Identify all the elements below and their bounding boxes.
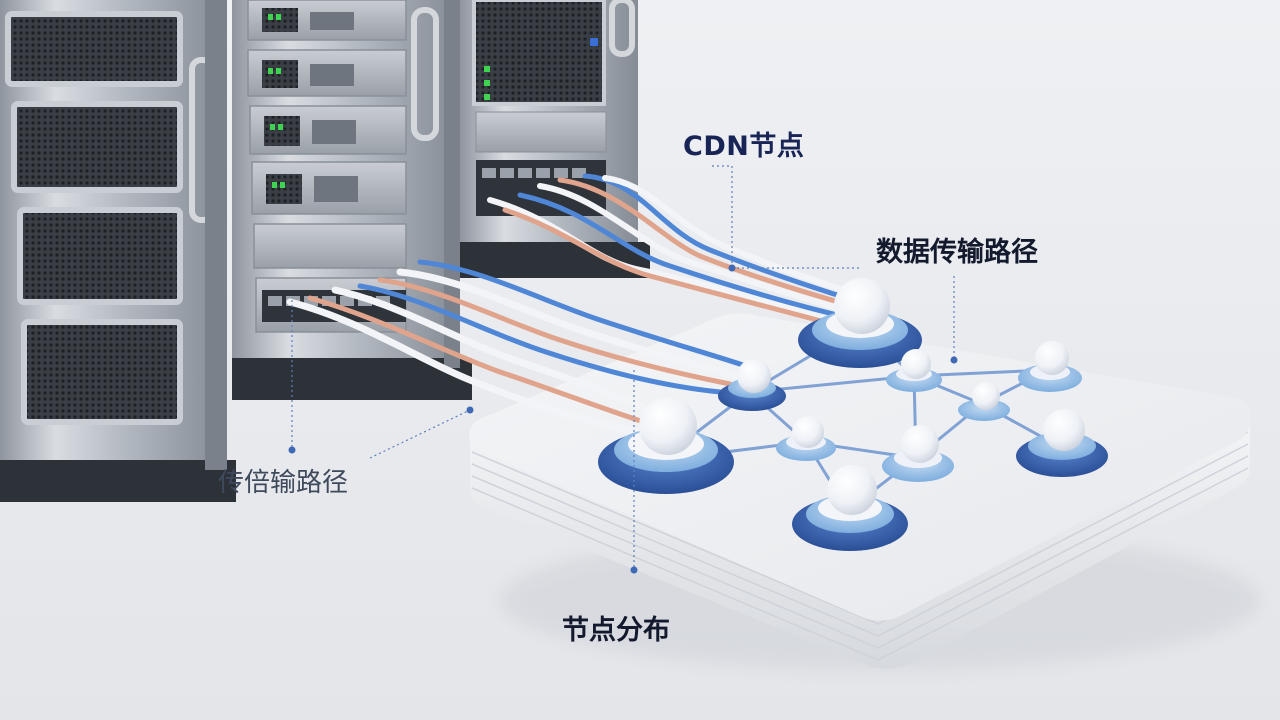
network-node-icon [776, 416, 836, 461]
callout-dots [288, 264, 958, 574]
network-node-icon [1018, 341, 1082, 392]
cdn-node-label: CDN节点 [683, 131, 805, 162]
server-rack-left [0, 0, 236, 502]
fiber-cables [286, 173, 883, 436]
network-node-icon [718, 359, 786, 411]
transfer-path-label: 传倍输路径 [218, 468, 349, 498]
data-transfer-path-label: 数据传输路径 [876, 237, 1038, 268]
network-node-icon [886, 349, 942, 392]
network-node-icon [882, 425, 954, 482]
callout-leaders [291, 165, 955, 570]
network-node-icon [798, 278, 922, 368]
server-rack-right [460, 0, 650, 278]
network-node-icon [598, 397, 734, 494]
network-node-icon [1016, 409, 1108, 477]
network-nodes [598, 278, 1108, 551]
network-node-icon [958, 382, 1010, 421]
node-distribution-label: 节点分布 [562, 615, 670, 646]
server-rack-middle [232, 0, 472, 400]
network-node-icon [792, 465, 908, 551]
